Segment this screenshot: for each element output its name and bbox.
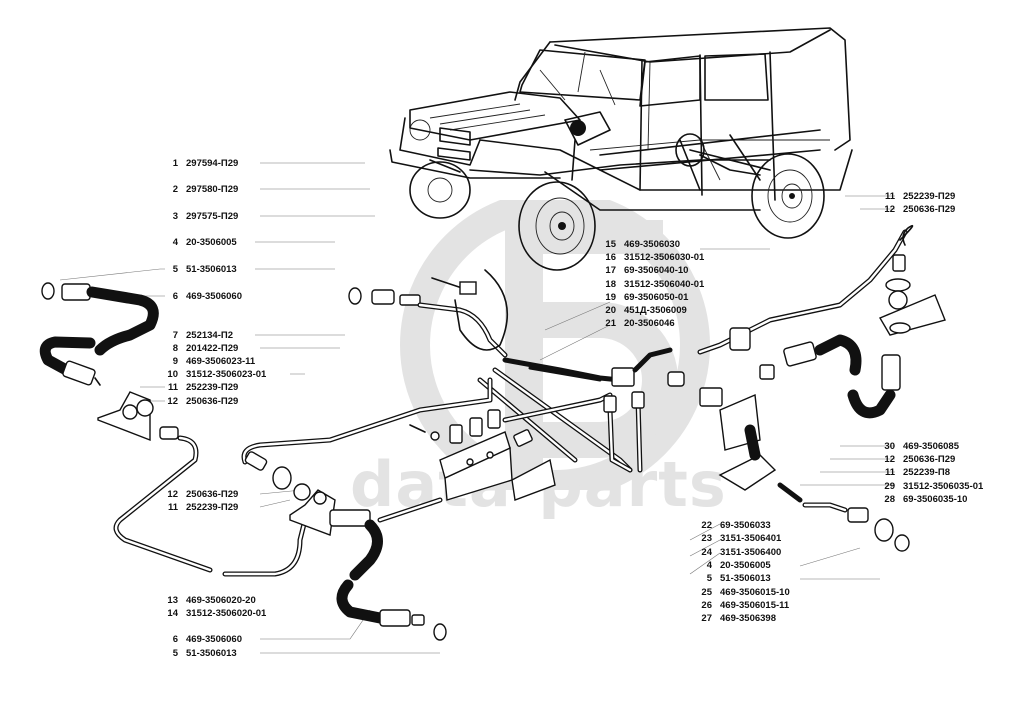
left-front-hose-assembly [39,282,308,577]
right-rear-hose-assembly [697,224,946,552]
center-brake-lines [241,269,685,641]
leader-lines [59,162,895,654]
vehicle-illustration [389,27,853,271]
